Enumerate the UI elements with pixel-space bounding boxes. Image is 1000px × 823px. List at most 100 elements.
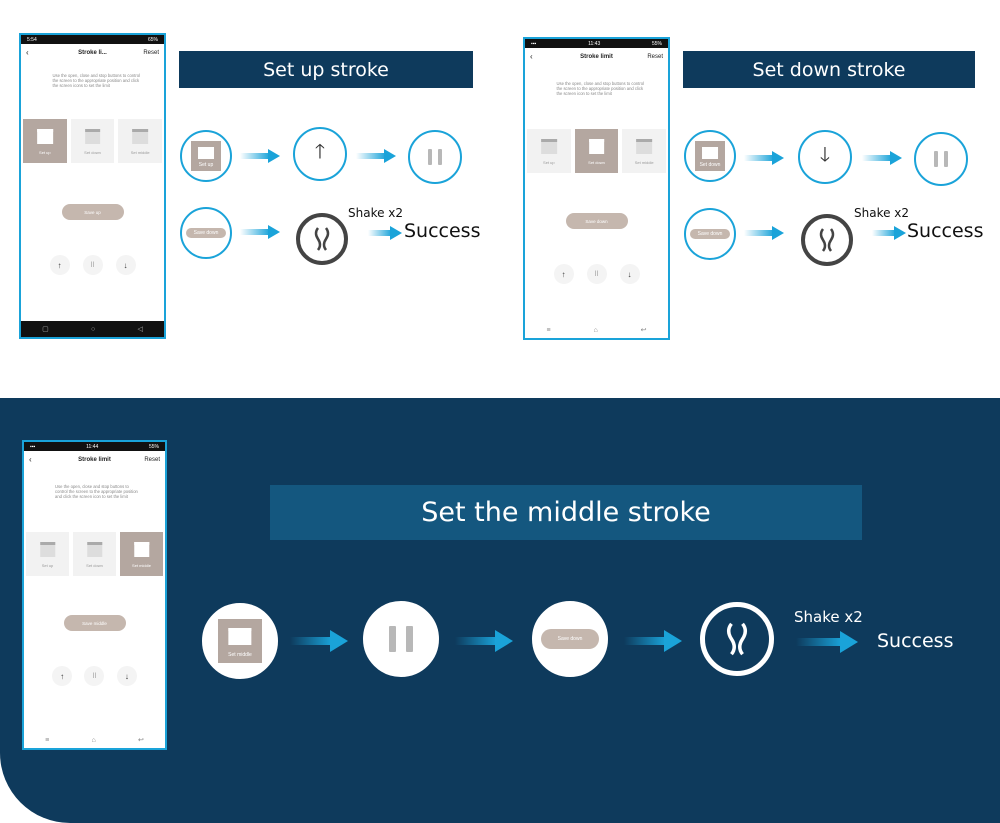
save-button[interactable]: Save up [61,204,124,220]
app-bar: ‹ Stroke limit Reset [24,454,165,468]
status-bar: ▪▪▪ 11:44 55% [24,442,165,451]
nav-back-icon[interactable]: ◁ [137,326,143,333]
app-bar: ‹ Stroke li... Reset [21,47,164,61]
status-time: 11:44 [86,443,99,450]
stroke-tiles: Set up Set down Set middle [26,532,163,576]
android-nav-bar: ▢ ○ ◁ [21,321,164,337]
status-bar: ▪▪▪ 11:43 55% [525,39,668,48]
tile-set-down[interactable]: Set down [574,129,619,173]
phone-set-up: 5:54 65% ‹ Stroke li... Reset Use the op… [19,33,166,339]
status-notification-icons: ▪▪▪ [30,443,36,450]
header-set-middle-stroke: Set the middle stroke [270,485,862,540]
instructions: Use the open, close and stop buttons to … [55,484,138,499]
status-battery: 55% [651,40,662,47]
page-title: Stroke li... [78,50,107,56]
tile-set-down[interactable]: Set down [73,532,116,576]
flow-arrow-icon [368,226,402,240]
pause-icon [389,626,413,652]
reset-button[interactable]: Reset [144,457,160,463]
tile-set-middle[interactable]: Set middle [120,532,163,576]
nav-back-icon[interactable]: ↩ [640,327,647,334]
arrow-down-icon[interactable]: ↓ [115,255,136,275]
flow-arrow-icon [872,226,906,240]
step-save-pill: Save down [684,208,736,260]
instructions: Use the open, close and stop buttons to … [52,73,140,88]
step-tile-set-down: Set down [684,130,736,182]
nav-home-icon[interactable]: ⌂ [91,736,96,744]
status-time: 11:43 [588,40,601,47]
instructions: Use the open, close and stop buttons to … [556,81,644,96]
vibration-icon [296,213,348,265]
status-notification-icons: ▪▪▪ [531,40,537,47]
flow-arrow-icon [624,630,682,652]
arrow-down-icon[interactable]: ↓ [619,264,640,284]
vibration-icon [700,602,774,676]
reset-button[interactable]: Reset [647,54,663,60]
flow-arrow-icon [356,149,396,163]
nav-home-icon[interactable]: ⌂ [593,326,598,334]
flow-arrow-icon [290,630,348,652]
back-icon[interactable]: ‹ [530,52,533,61]
step-pause [914,132,968,186]
flow-arrow-icon [240,149,280,163]
control-buttons: ↑ ll ↓ [525,264,668,284]
tile-set-up[interactable]: Set up [26,532,69,576]
stroke-tiles: Set up Set down Set middle [527,129,667,173]
nav-recent-icon[interactable]: ▢ [42,326,49,333]
tile-set-middle[interactable]: Set middle [622,129,667,173]
nav-menu-icon[interactable]: ≡ [546,326,551,334]
arrow-up-icon[interactable]: ↑ [49,255,70,275]
flow-arrow-icon [796,631,858,653]
phone-set-down: ▪▪▪ 11:43 55% ‹ Stroke limit Reset Use t… [523,37,670,340]
flow-arrow-icon [744,226,784,240]
vibration-icon [801,214,853,266]
tile-set-down[interactable]: Set down [70,119,115,163]
tile-set-up[interactable]: Set up [23,119,67,163]
nav-back-icon[interactable]: ↩ [137,737,144,744]
step-arrow-up: 🡑 [293,127,347,181]
status-battery: 65% [147,36,158,43]
save-button[interactable]: Save middle [63,615,126,631]
step-pause [408,130,462,184]
save-button[interactable]: Save down [565,213,628,229]
shake-label: Shake x2 [854,206,910,220]
shake-label: Shake x2 [794,608,863,626]
tile-set-up[interactable]: Set up [527,129,571,173]
status-bar: 5:54 65% [21,35,164,44]
stroke-tiles: Set up Set down Set middle [23,119,163,163]
phone-set-middle: ▪▪▪ 11:44 55% ‹ Stroke limit Reset Use t… [22,440,167,750]
nav-home-icon[interactable]: ○ [91,325,96,333]
reset-button[interactable]: Reset [143,50,159,56]
back-icon[interactable]: ‹ [26,48,29,57]
app-bar: ‹ Stroke limit Reset [525,51,668,65]
arrow-up-icon[interactable]: ↑ [52,666,73,686]
arrow-up-icon[interactable]: ↑ [553,264,574,284]
control-buttons: ↑ ll ↓ [24,666,165,686]
android-nav-bar: ≡ ⌂ ↩ [525,322,668,338]
flow-arrow-icon [240,225,280,239]
pause-icon[interactable]: ll [586,264,607,284]
step-tile-set-middle: Set middle [202,603,278,679]
header-set-down-stroke: Set down stroke [683,51,975,88]
arrow-up-icon: 🡑 [314,141,326,163]
arrow-down-icon: 🡓 [819,144,831,166]
back-icon[interactable]: ‹ [29,455,32,464]
control-buttons: ↑ ll ↓ [21,255,164,275]
flow-arrow-icon [455,630,513,652]
flow-arrow-icon [862,151,902,165]
step-arrow-down: 🡓 [798,130,852,184]
success-label: Success [404,220,481,242]
page-title: Stroke limit [580,54,613,60]
page-title: Stroke limit [78,457,111,463]
step-pause [363,601,439,677]
pause-icon [934,151,948,167]
step-save-pill: Save down [180,207,232,259]
shake-label: Shake x2 [348,206,404,220]
pause-icon[interactable]: ll [84,666,105,686]
status-battery: 55% [148,443,159,450]
arrow-down-icon[interactable]: ↓ [116,666,137,686]
status-time: 5:54 [27,36,37,43]
tile-set-middle[interactable]: Set middle [118,119,163,163]
nav-menu-icon[interactable]: ≡ [45,736,50,744]
pause-icon[interactable]: ll [82,255,103,275]
